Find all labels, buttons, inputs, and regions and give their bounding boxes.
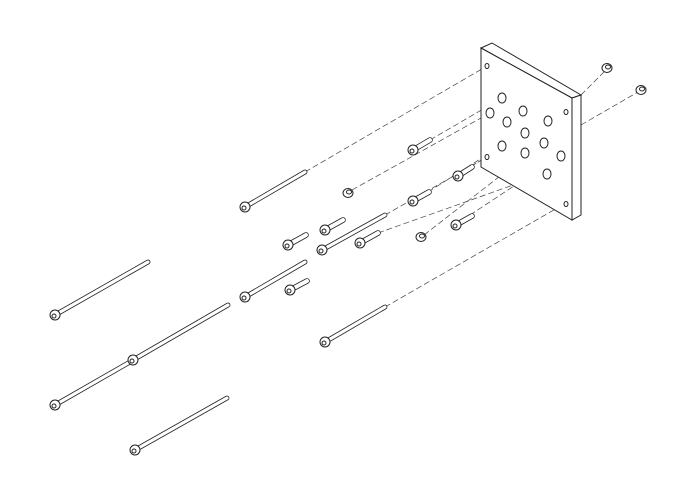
short-screw	[450, 213, 475, 231]
long-screw	[239, 169, 308, 213]
nuts	[342, 63, 647, 242]
short-screw	[407, 189, 432, 207]
long-screw	[127, 302, 231, 366]
long-screw	[49, 359, 133, 411]
mounting-plate	[479, 42, 583, 221]
long-screw	[319, 304, 388, 348]
long-screw	[49, 259, 151, 321]
long-screw	[316, 212, 388, 256]
long-screw	[129, 395, 230, 456]
short-screw	[284, 278, 310, 296]
nut	[635, 85, 647, 95]
short-screw	[407, 137, 433, 156]
short-screw	[354, 230, 381, 249]
short-screw	[452, 164, 475, 182]
screws	[49, 137, 475, 456]
assembly-guide-lines	[304, 65, 639, 308]
nut	[601, 63, 613, 73]
short-screw	[319, 217, 346, 236]
nut	[415, 232, 427, 242]
long-screw	[239, 259, 308, 303]
plate-holes	[484, 63, 569, 207]
nut	[342, 188, 354, 198]
short-screw	[282, 232, 309, 251]
